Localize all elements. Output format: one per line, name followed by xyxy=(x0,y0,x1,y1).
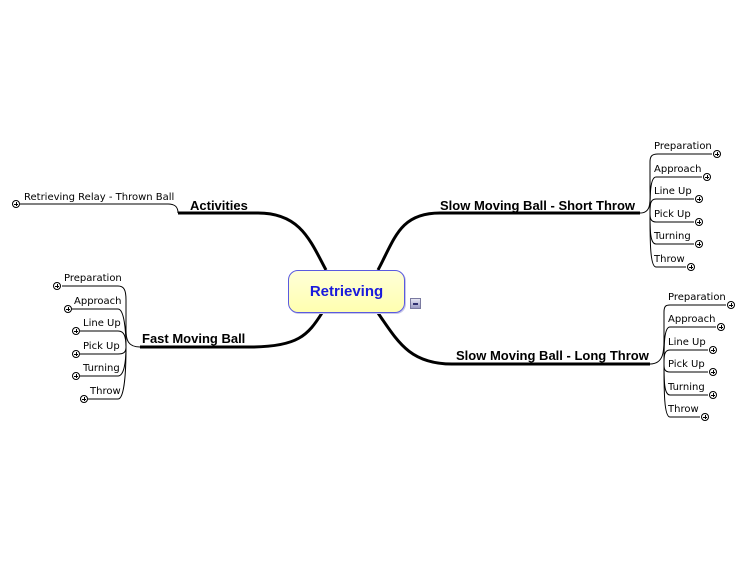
subtopic-pick-up[interactable]: Pick Up xyxy=(654,209,691,220)
expand-icon[interactable] xyxy=(695,240,703,248)
subtopic-approach[interactable]: Approach xyxy=(74,296,122,307)
branch-slow-long-throw[interactable]: Slow Moving Ball - Long Throw xyxy=(456,348,649,363)
long-throw-connectors xyxy=(649,304,726,418)
trunk-long-throw xyxy=(376,312,650,366)
expand-icon[interactable] xyxy=(703,173,711,181)
trunk-fast-moving-ball xyxy=(140,312,324,349)
subtopic-approach[interactable]: Approach xyxy=(654,164,702,175)
expand-icon[interactable] xyxy=(53,282,61,290)
branch-activities[interactable]: Activities xyxy=(190,198,248,213)
subtopic-throw[interactable]: Throw xyxy=(90,386,121,397)
subtopic-throw[interactable]: Throw xyxy=(668,404,699,415)
expand-icon[interactable] xyxy=(709,391,717,399)
expand-icon[interactable] xyxy=(695,218,703,226)
expand-icon[interactable] xyxy=(727,301,735,309)
subtopic-pick-up[interactable]: Pick Up xyxy=(668,359,705,370)
expand-icon[interactable] xyxy=(701,413,709,421)
subtopic-line-up[interactable]: Line Up xyxy=(668,337,706,348)
subtopic-line-up[interactable]: Line Up xyxy=(83,318,121,329)
expand-icon[interactable] xyxy=(80,395,88,403)
expand-icon[interactable] xyxy=(717,323,725,331)
subtopic-retrieving-relay[interactable]: Retrieving Relay - Thrown Ball xyxy=(24,192,175,203)
branch-fast-moving-ball[interactable]: Fast Moving Ball xyxy=(142,331,246,346)
subtopic-turning[interactable]: Turning xyxy=(83,363,120,374)
expand-icon[interactable] xyxy=(695,195,703,203)
subtopic-turning[interactable]: Turning xyxy=(654,231,691,242)
expand-icon[interactable] xyxy=(72,327,80,335)
expand-icon[interactable] xyxy=(687,263,695,271)
central-topic-label: Retrieving xyxy=(309,283,384,300)
subtopic-line-up[interactable]: Line Up xyxy=(654,186,692,197)
expand-icon[interactable] xyxy=(709,346,717,354)
expand-icon[interactable] xyxy=(72,350,80,358)
subtopic-preparation[interactable]: Preparation xyxy=(668,292,726,303)
branch-slow-short-throw[interactable]: Slow Moving Ball - Short Throw xyxy=(440,198,635,213)
expand-icon[interactable] xyxy=(72,372,80,380)
expand-icon[interactable] xyxy=(709,368,717,376)
subtopic-turning[interactable]: Turning xyxy=(668,382,705,393)
note-icon[interactable] xyxy=(410,298,421,309)
expand-icon[interactable] xyxy=(12,200,20,208)
central-topic[interactable]: Retrieving xyxy=(288,270,405,313)
fast-ball-connectors xyxy=(62,285,141,400)
expand-icon[interactable] xyxy=(713,150,721,158)
short-throw-connectors xyxy=(639,153,712,268)
trunk-short-throw xyxy=(376,211,640,271)
subtopic-approach[interactable]: Approach xyxy=(668,314,716,325)
trunk-activities xyxy=(178,211,328,271)
expand-icon[interactable] xyxy=(64,305,72,313)
subtopic-pick-up[interactable]: Pick Up xyxy=(83,341,120,352)
subtopic-throw[interactable]: Throw xyxy=(654,254,685,265)
subtopic-preparation[interactable]: Preparation xyxy=(64,273,122,284)
subtopic-preparation[interactable]: Preparation xyxy=(654,141,712,152)
